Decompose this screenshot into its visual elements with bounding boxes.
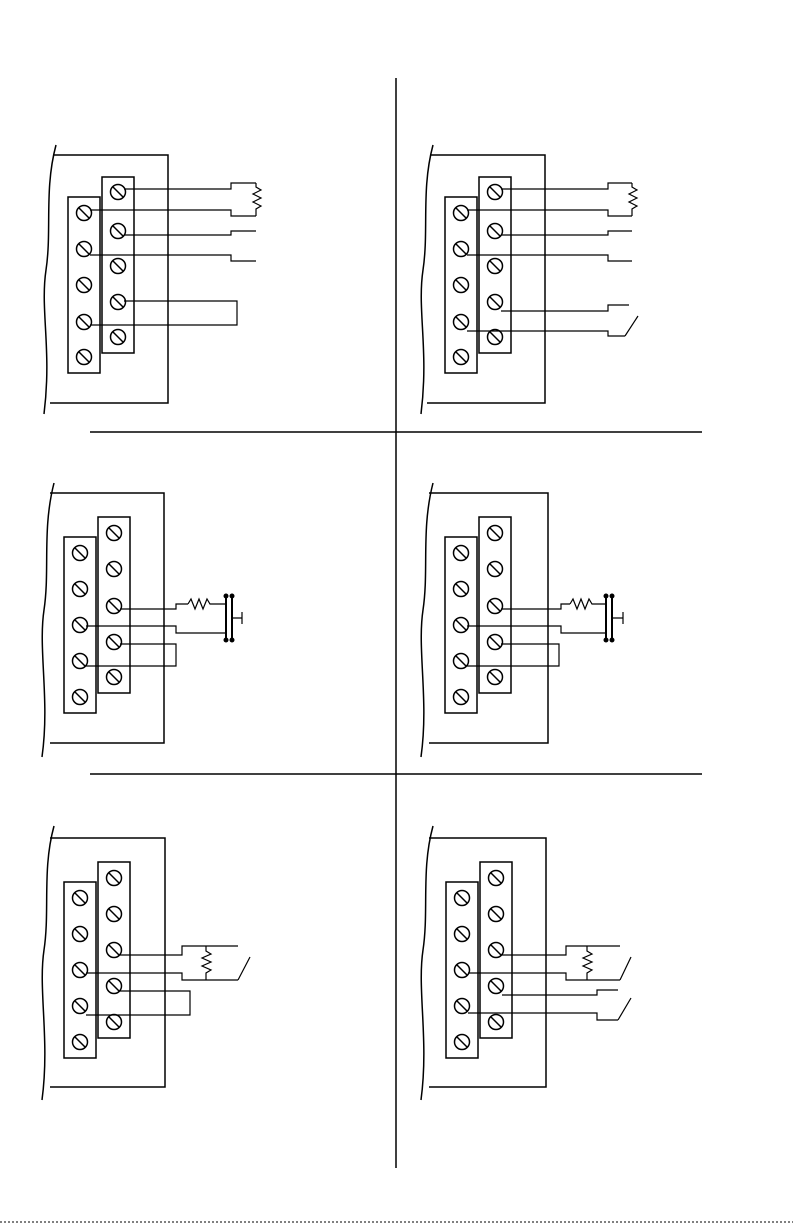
terminal-screw	[111, 330, 126, 345]
contact-dot	[224, 594, 229, 599]
terminal-screw	[488, 259, 503, 274]
panel-bottom-right	[421, 826, 631, 1100]
terminal-screw	[489, 907, 504, 922]
terminal-screw	[107, 979, 122, 994]
resistor-icon	[570, 599, 606, 609]
terminal-screw	[454, 654, 469, 669]
enclosure-outline	[421, 483, 548, 757]
terminal-screw	[489, 943, 504, 958]
terminal-screw	[107, 670, 122, 685]
terminal-screw	[73, 1035, 88, 1050]
terminal-screw	[454, 206, 469, 221]
contact-dot	[604, 638, 609, 643]
terminal-screw	[73, 891, 88, 906]
switch-icon	[238, 957, 250, 980]
terminal-screw	[488, 224, 503, 239]
terminal-screw	[488, 295, 503, 310]
resistor-icon	[629, 183, 637, 216]
terminal-screw	[454, 546, 469, 561]
resistor-icon	[202, 946, 211, 980]
panel-middle-left	[42, 483, 242, 757]
enclosure-outline	[44, 145, 168, 414]
terminal-screw	[107, 599, 122, 614]
terminal-screw	[454, 582, 469, 597]
terminal-screw	[73, 999, 88, 1014]
terminal-screw	[111, 224, 126, 239]
terminal-screw	[454, 278, 469, 293]
terminal-screw	[111, 185, 126, 200]
terminal-screw	[77, 278, 92, 293]
terminal-screw	[107, 635, 122, 650]
terminal-screw	[488, 526, 503, 541]
contact-dot	[230, 594, 235, 599]
enclosure-outline	[421, 826, 546, 1100]
pushbutton-icon	[612, 612, 623, 624]
terminal-screw	[73, 690, 88, 705]
terminal-screw	[454, 350, 469, 365]
terminal-screw	[455, 891, 470, 906]
contact-dot	[610, 638, 615, 643]
terminal-screw	[455, 927, 470, 942]
terminal-screw	[73, 582, 88, 597]
enclosure-outline	[421, 145, 545, 414]
terminal-screw	[77, 242, 92, 257]
terminal-screw	[107, 562, 122, 577]
terminal-screw	[454, 315, 469, 330]
terminal-screw	[489, 871, 504, 886]
terminal-screw	[107, 871, 122, 886]
terminal-screw	[73, 963, 88, 978]
switch-icon	[618, 998, 631, 1020]
enclosure-outline	[42, 826, 165, 1100]
terminal-screw	[455, 963, 470, 978]
terminal-screw	[488, 330, 503, 345]
terminal-screw	[77, 206, 92, 221]
contact-dot	[230, 638, 235, 643]
terminal-screw	[454, 690, 469, 705]
resistor-icon	[253, 183, 261, 216]
terminal-screw	[488, 599, 503, 614]
terminal-screw	[454, 618, 469, 633]
switch-icon	[625, 316, 638, 336]
pushbutton-icon	[232, 612, 242, 624]
contact-dot	[224, 638, 229, 643]
terminal-screw	[73, 654, 88, 669]
resistor-icon	[583, 946, 592, 980]
terminal-screw	[454, 242, 469, 257]
terminal-screw	[111, 295, 126, 310]
terminal-screw	[107, 1015, 122, 1030]
contact-dot	[610, 594, 615, 599]
terminal-screw	[77, 350, 92, 365]
terminal-screw	[488, 185, 503, 200]
terminal-screw	[455, 999, 470, 1014]
terminal-screw	[489, 1015, 504, 1030]
terminal-screw	[73, 546, 88, 561]
contact-dot	[604, 594, 609, 599]
terminal-screw	[488, 562, 503, 577]
panel-top-left	[44, 145, 261, 414]
terminal-screw	[111, 259, 126, 274]
terminal-screw	[77, 315, 92, 330]
terminal-screw	[107, 526, 122, 541]
panel-middle-right	[421, 483, 623, 757]
terminal-screw	[73, 927, 88, 942]
terminal-screw	[107, 943, 122, 958]
terminal-screw	[488, 635, 503, 650]
resistor-icon	[188, 599, 226, 609]
panel-top-right	[421, 145, 638, 414]
terminal-screw	[488, 670, 503, 685]
enclosure-outline	[42, 483, 164, 757]
panel-bottom-left	[42, 826, 250, 1100]
terminal-screw	[489, 979, 504, 994]
terminal-screw	[107, 907, 122, 922]
switch-icon	[620, 957, 631, 980]
terminal-screw	[455, 1035, 470, 1050]
terminal-screw	[73, 618, 88, 633]
